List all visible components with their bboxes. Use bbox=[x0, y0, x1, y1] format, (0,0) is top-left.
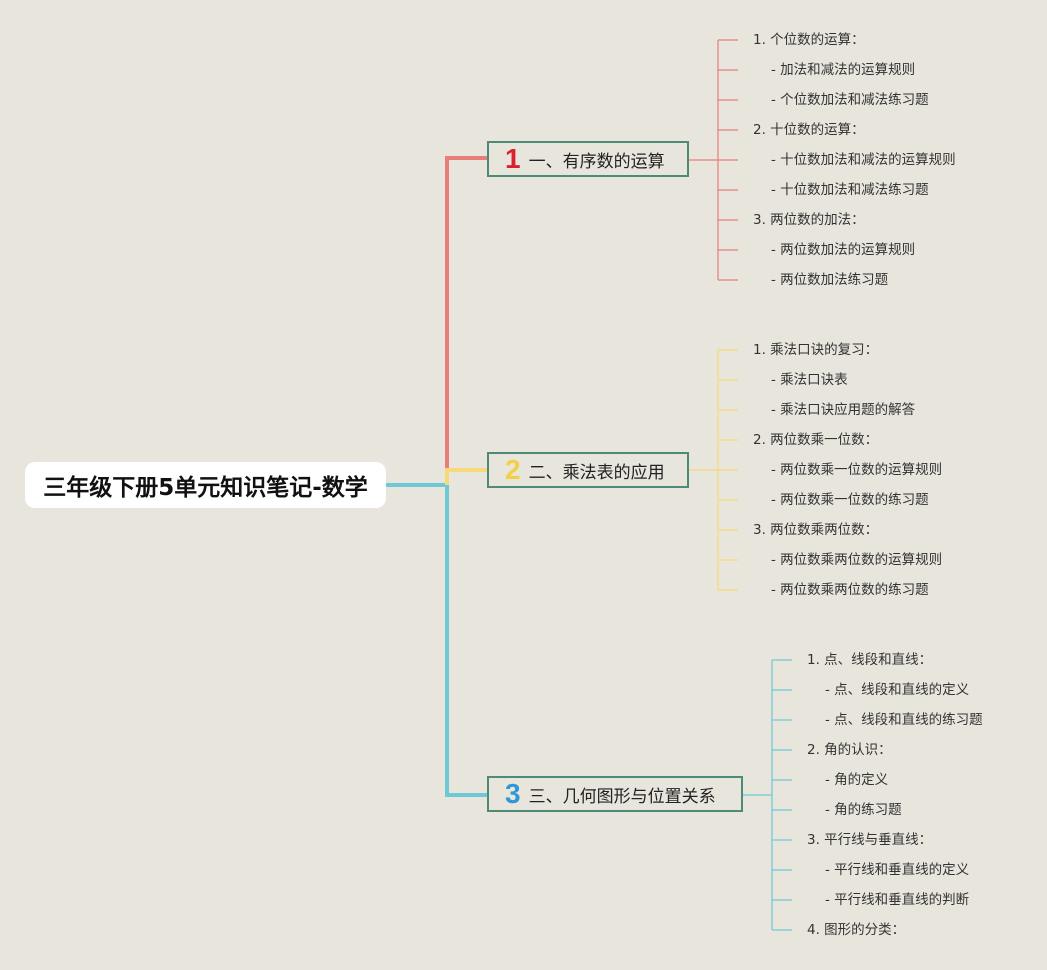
leaf-item[interactable]: - 两位数加法练习题 bbox=[771, 272, 889, 288]
root-title: 三年级下册5单元知识笔记-数学 bbox=[43, 475, 368, 501]
branch-number-3: 3 bbox=[505, 778, 521, 809]
leaf-item[interactable]: - 乘法口诀应用题的解答 bbox=[771, 402, 916, 418]
branch-1-connector bbox=[445, 156, 487, 485]
leaf-item[interactable]: - 乘法口诀表 bbox=[771, 372, 848, 388]
leaf-item[interactable]: - 点、线段和直线的定义 bbox=[825, 682, 970, 698]
branch-node-1[interactable]: 1 一、有序数的运算 bbox=[487, 141, 689, 177]
branch-label-2: 二、乘法表的应用 bbox=[528, 462, 665, 483]
branch-3-leaf-lines bbox=[742, 659, 792, 931]
branch-label-1: 一、有序数的运算 bbox=[528, 151, 665, 172]
leaf-item[interactable]: - 两位数加法的运算规则 bbox=[771, 242, 916, 258]
leaf-item[interactable]: 1. 点、线段和直线： bbox=[807, 652, 933, 668]
leaf-item[interactable]: - 两位数乘两位数的练习题 bbox=[771, 582, 929, 598]
branch-1-leaf-lines bbox=[688, 39, 738, 281]
root-node[interactable]: 三年级下册5单元知识笔记-数学 bbox=[25, 462, 386, 508]
leaf-item[interactable]: - 十位数加法和减法练习题 bbox=[771, 182, 929, 198]
leaf-item[interactable]: - 加法和减法的运算规则 bbox=[771, 62, 916, 78]
leaf-item[interactable]: 1. 个位数的运算： bbox=[753, 32, 865, 48]
leaf-item[interactable]: 3. 平行线与垂直线： bbox=[807, 832, 933, 848]
leaf-item[interactable]: 2. 两位数乘一位数： bbox=[753, 432, 879, 448]
branch-3-connector bbox=[445, 485, 487, 797]
leaf-item[interactable]: - 两位数乘一位数的运算规则 bbox=[771, 462, 943, 478]
leaf-item[interactable]: - 平行线和垂直线的判断 bbox=[825, 892, 970, 908]
branch-node-3[interactable]: 3 三、几何图形与位置关系 bbox=[487, 776, 743, 812]
leaf-item[interactable]: 2. 角的认识： bbox=[807, 742, 892, 758]
branch-2-leaf-lines bbox=[688, 349, 738, 591]
leaf-item[interactable]: - 两位数乘一位数的练习题 bbox=[771, 492, 929, 508]
leaf-item[interactable]: - 点、线段和直线的练习题 bbox=[825, 712, 983, 728]
leaf-item[interactable]: - 个位数加法和减法练习题 bbox=[771, 92, 929, 108]
leaf-item[interactable]: - 两位数乘两位数的运算规则 bbox=[771, 552, 943, 568]
leaf-item[interactable]: - 十位数加法和减法的运算规则 bbox=[771, 152, 956, 168]
leaf-item[interactable]: - 角的练习题 bbox=[825, 802, 902, 818]
leaf-item[interactable]: 1. 乘法口诀的复习： bbox=[753, 342, 879, 358]
branch-2-connector bbox=[445, 468, 487, 485]
leaf-item[interactable]: 3. 两位数的加法： bbox=[753, 212, 865, 228]
branch-label-3: 三、几何图形与位置关系 bbox=[528, 786, 716, 807]
branch-node-2[interactable]: 2 二、乘法表的应用 bbox=[487, 452, 689, 488]
branch-number-1: 1 bbox=[505, 143, 521, 174]
leaf-item[interactable]: 3. 两位数乘两位数： bbox=[753, 522, 879, 538]
branch-number-2: 2 bbox=[505, 454, 521, 485]
leaf-item[interactable]: - 角的定义 bbox=[825, 772, 889, 788]
leaf-item[interactable]: - 平行线和垂直线的定义 bbox=[825, 862, 970, 878]
leaf-item[interactable]: 4. 图形的分类： bbox=[807, 922, 906, 938]
leaf-item[interactable]: 2. 十位数的运算： bbox=[753, 122, 865, 138]
